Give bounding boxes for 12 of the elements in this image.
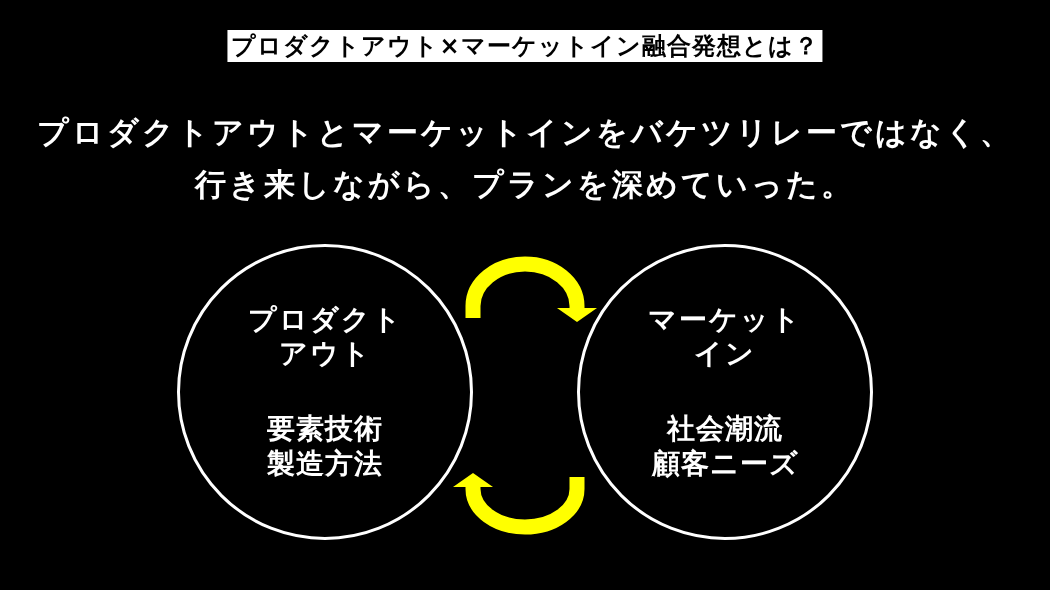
node-text: 要素技術 [267,411,383,446]
circle-node [577,244,873,540]
curved-arrow [465,256,597,322]
node-text: 顧客ニーズ [651,446,799,481]
node-title: プロダクトアウト [246,303,404,371]
node-text: 製造方法 [267,446,383,481]
lead-text: プロダクトアウトとマーケットインをバケツリレーではなく、行き来しながら、プランを深めていった。 [35,113,1015,204]
circle-node [177,244,473,540]
title-banner: プロダクトアウト×マーケットイン融合発想とは？ [227,30,823,62]
node-title: マーケットイン [647,303,803,371]
node-text: 社会潮流 [667,411,783,446]
curved-arrow [453,473,585,535]
